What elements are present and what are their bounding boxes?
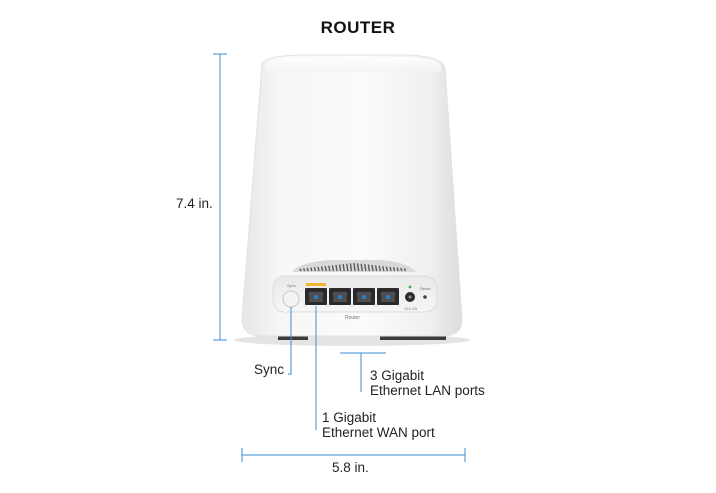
lan-callout-label-line2: Ethernet LAN ports [370, 383, 485, 398]
vent-slot [371, 264, 374, 272]
wan-port[interactable] [305, 288, 327, 305]
vent-slot [360, 263, 363, 272]
lan-port-3[interactable] [377, 288, 399, 305]
vent-slot [400, 267, 403, 272]
vent-slot [356, 263, 360, 272]
vent-slot [324, 265, 327, 272]
reset-pinhole[interactable] [423, 295, 427, 299]
vent-slot [364, 264, 367, 272]
vent-slot [302, 268, 306, 272]
vent-slot [385, 266, 389, 272]
vent-slot [353, 262, 356, 272]
lan-callout-label-line1: 3 Gigabit [370, 368, 425, 383]
sync-callout-line [288, 307, 292, 375]
vent-slot [349, 263, 353, 272]
vent-slot [328, 265, 331, 272]
vent-slot [338, 264, 342, 272]
lan-port-1[interactable] [329, 288, 351, 305]
width-dimension-line [241, 448, 466, 462]
sync-button-label: Sync [287, 283, 296, 288]
vent-slot [367, 264, 371, 272]
wan-callout-label-line2: Ethernet WAN port [322, 425, 435, 440]
page-title: ROUTER [320, 18, 396, 37]
height-label: 7.4 in. [176, 196, 213, 211]
vent-slot [374, 265, 378, 272]
vent-grille [292, 260, 416, 272]
wan-port-tab [306, 283, 326, 286]
vent-slot [403, 268, 407, 272]
height-dimension-line [213, 53, 227, 341]
lan-port-2[interactable] [353, 288, 375, 305]
vent-slot [382, 265, 385, 272]
vent-slot [331, 265, 335, 272]
sync-callout-label: Sync [254, 362, 285, 377]
vent-slot [299, 268, 302, 272]
vent-slot [389, 266, 392, 272]
vent-slot [392, 267, 396, 272]
power-led [408, 285, 412, 289]
router-brand-label: Router [345, 315, 360, 321]
vent-slot [346, 263, 349, 272]
power-label: 12V 2A [404, 306, 417, 311]
reset-label: Reset [420, 286, 431, 291]
vent-slot [306, 267, 309, 272]
wan-callout-label-line1: 1 Gigabit [322, 410, 377, 425]
sync-button[interactable] [282, 290, 300, 308]
vent-slot [342, 264, 345, 272]
vent-slot [378, 265, 381, 272]
vent-slot [313, 267, 317, 272]
width-label: 5.8 in. [332, 460, 369, 475]
vent-slot [335, 264, 338, 272]
vent-slot [310, 267, 313, 272]
port-panel: Sync 12V 2A Reset [272, 275, 438, 321]
vent-slot [320, 266, 324, 272]
vent-slot [396, 267, 399, 272]
vent-slot [317, 266, 320, 272]
